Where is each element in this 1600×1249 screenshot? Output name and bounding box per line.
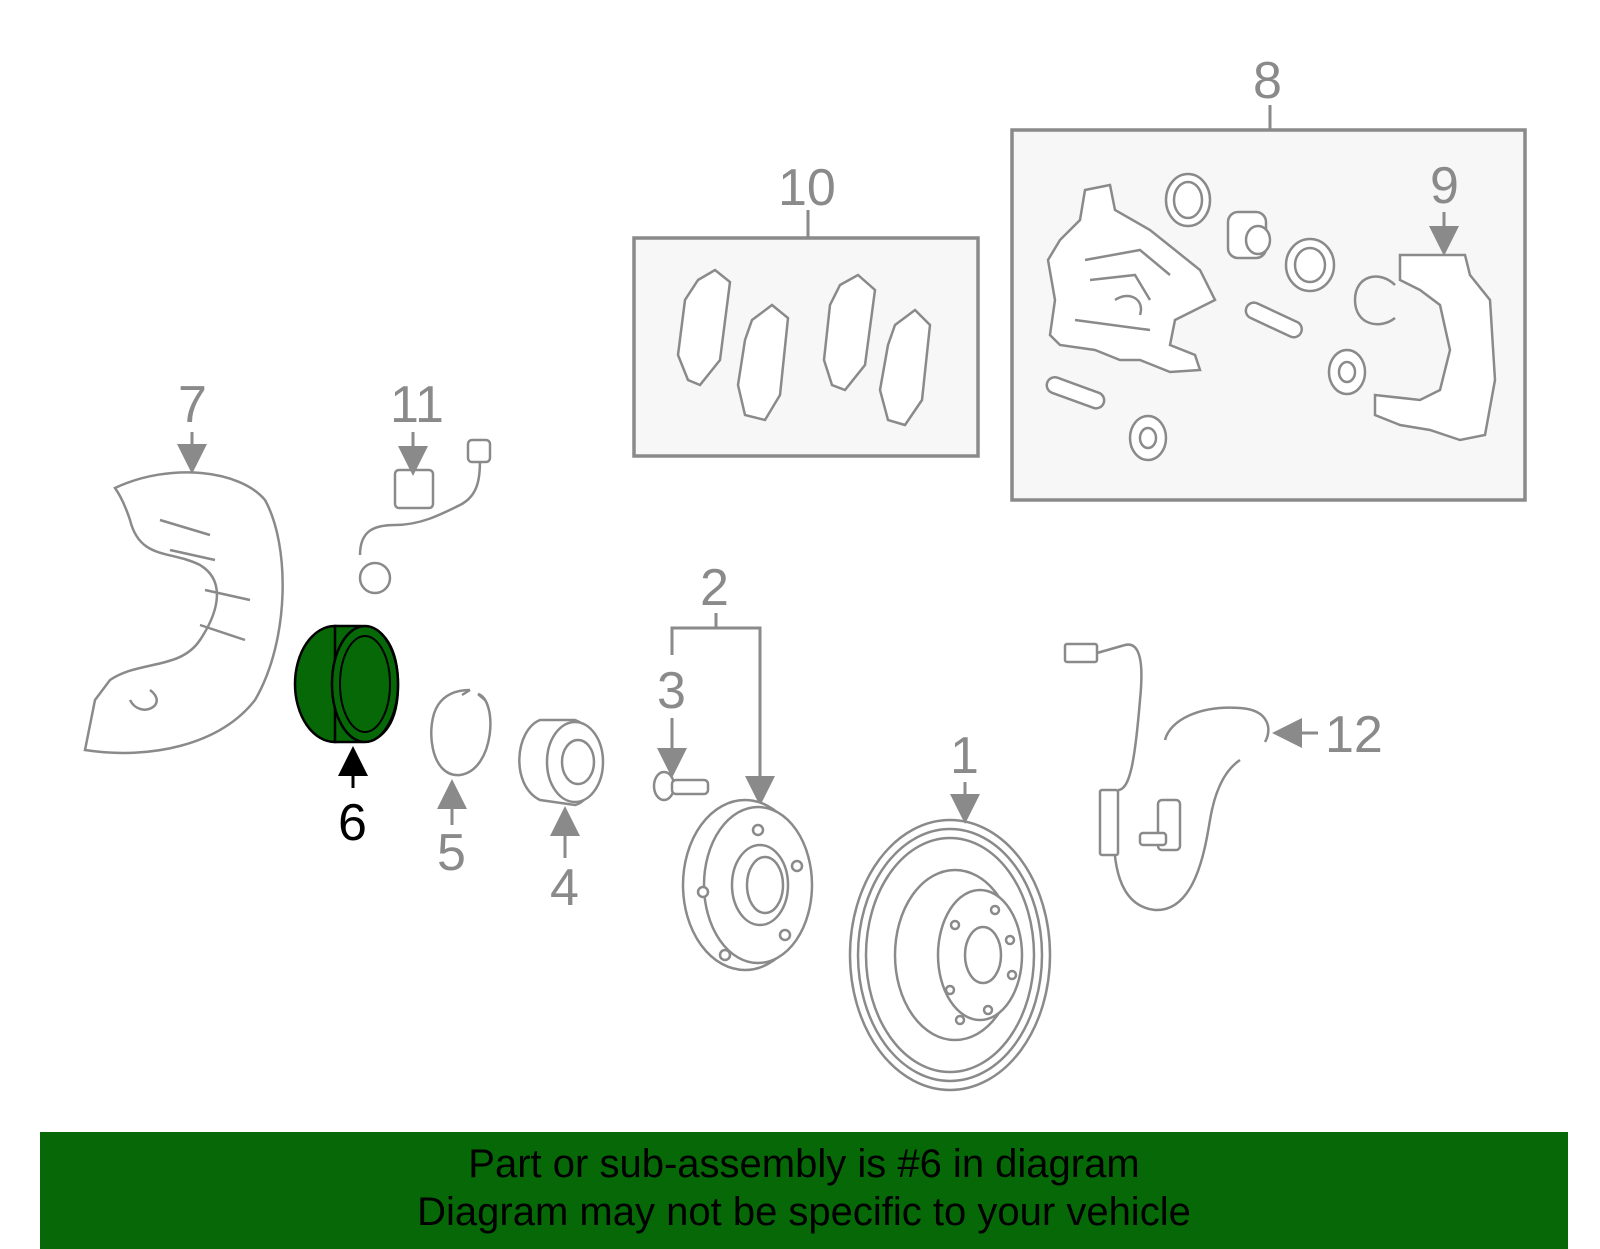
wheel-bearing [518, 718, 605, 807]
splash-shield [83, 471, 284, 755]
callout-6: 6 [338, 794, 367, 852]
banner-line-2: Diagram may not be specific to your vehi… [417, 1190, 1191, 1234]
callout-10: 10 [778, 159, 836, 217]
callout-7: 7 [178, 376, 207, 434]
callout-2: 2 [700, 559, 729, 617]
callout-12: 12 [1325, 706, 1383, 764]
abs-sensor [1063, 642, 1270, 912]
banner-line-1: Part or sub-assembly is #6 in diagram [468, 1142, 1140, 1186]
seal-highlighted [293, 624, 400, 744]
caliper-assembly-box [1010, 105, 1527, 502]
callout-1: 1 [950, 727, 979, 785]
callout-3: 3 [657, 662, 686, 720]
parts-diagram: 8 9 10 7 11 6 5 [83, 52, 1527, 1092]
snap-ring [430, 688, 492, 777]
callout-8: 8 [1253, 52, 1282, 110]
callout-11: 11 [390, 376, 444, 434]
info-banner: Part or sub-assembly is #6 in diagram Di… [40, 1132, 1568, 1249]
brake-pads-box [632, 210, 980, 458]
callout-9: 9 [1430, 157, 1459, 215]
wheel-hub [681, 798, 814, 972]
callout-4: 4 [550, 859, 579, 917]
callout-5: 5 [437, 824, 466, 882]
brake-hose [358, 438, 492, 595]
brake-rotor [848, 818, 1052, 1092]
wheel-stud [652, 770, 710, 802]
